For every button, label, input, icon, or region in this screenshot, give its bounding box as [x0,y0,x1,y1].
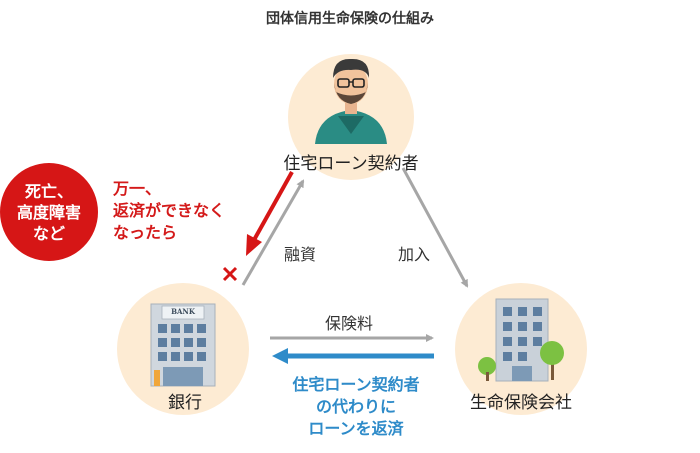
repay-caption-line: ローンを返済 [308,419,404,438]
bank-sign: BANK [171,307,195,316]
join-label: 加入 [398,245,431,264]
event-caption-line: 万一、 [113,179,162,198]
event-caption-line: なったら [113,223,178,242]
event-badge-line: 死亡、 [24,181,73,201]
repay-caption-line: 住宅ローン契約者 [292,375,420,394]
red-arrow [246,171,294,256]
page-title: 団体信用生命保険の仕組み [266,11,434,27]
event-badge-line: など [32,223,65,243]
loan-label: 融資 [284,245,317,264]
event-badge: 死亡、 高度障害 など [0,163,98,261]
event-caption-line: 返済ができなく [113,201,226,220]
repay-caption-line: の代わりに [315,397,396,416]
premium-label: 保険料 [325,314,374,333]
bank-icon [150,303,216,387]
repay-arrow [272,348,434,364]
person-icon [315,58,387,144]
repay-caption: 住宅ローン契約者 の代わりに ローンを返済 [266,374,446,440]
event-caption: 万一、 返済ができなく なったら [113,178,225,244]
insurer-label: 生命保険会社 [470,393,572,413]
bank-label: 銀行 [168,393,202,413]
loan-arrow [241,179,305,286]
join-arrow [401,167,469,288]
borrower-label: 住宅ローン契約者 [283,154,419,174]
office-building-icon [478,298,564,382]
cross-mark-icon [222,266,238,282]
event-badge-line: 高度障害 [16,202,81,222]
